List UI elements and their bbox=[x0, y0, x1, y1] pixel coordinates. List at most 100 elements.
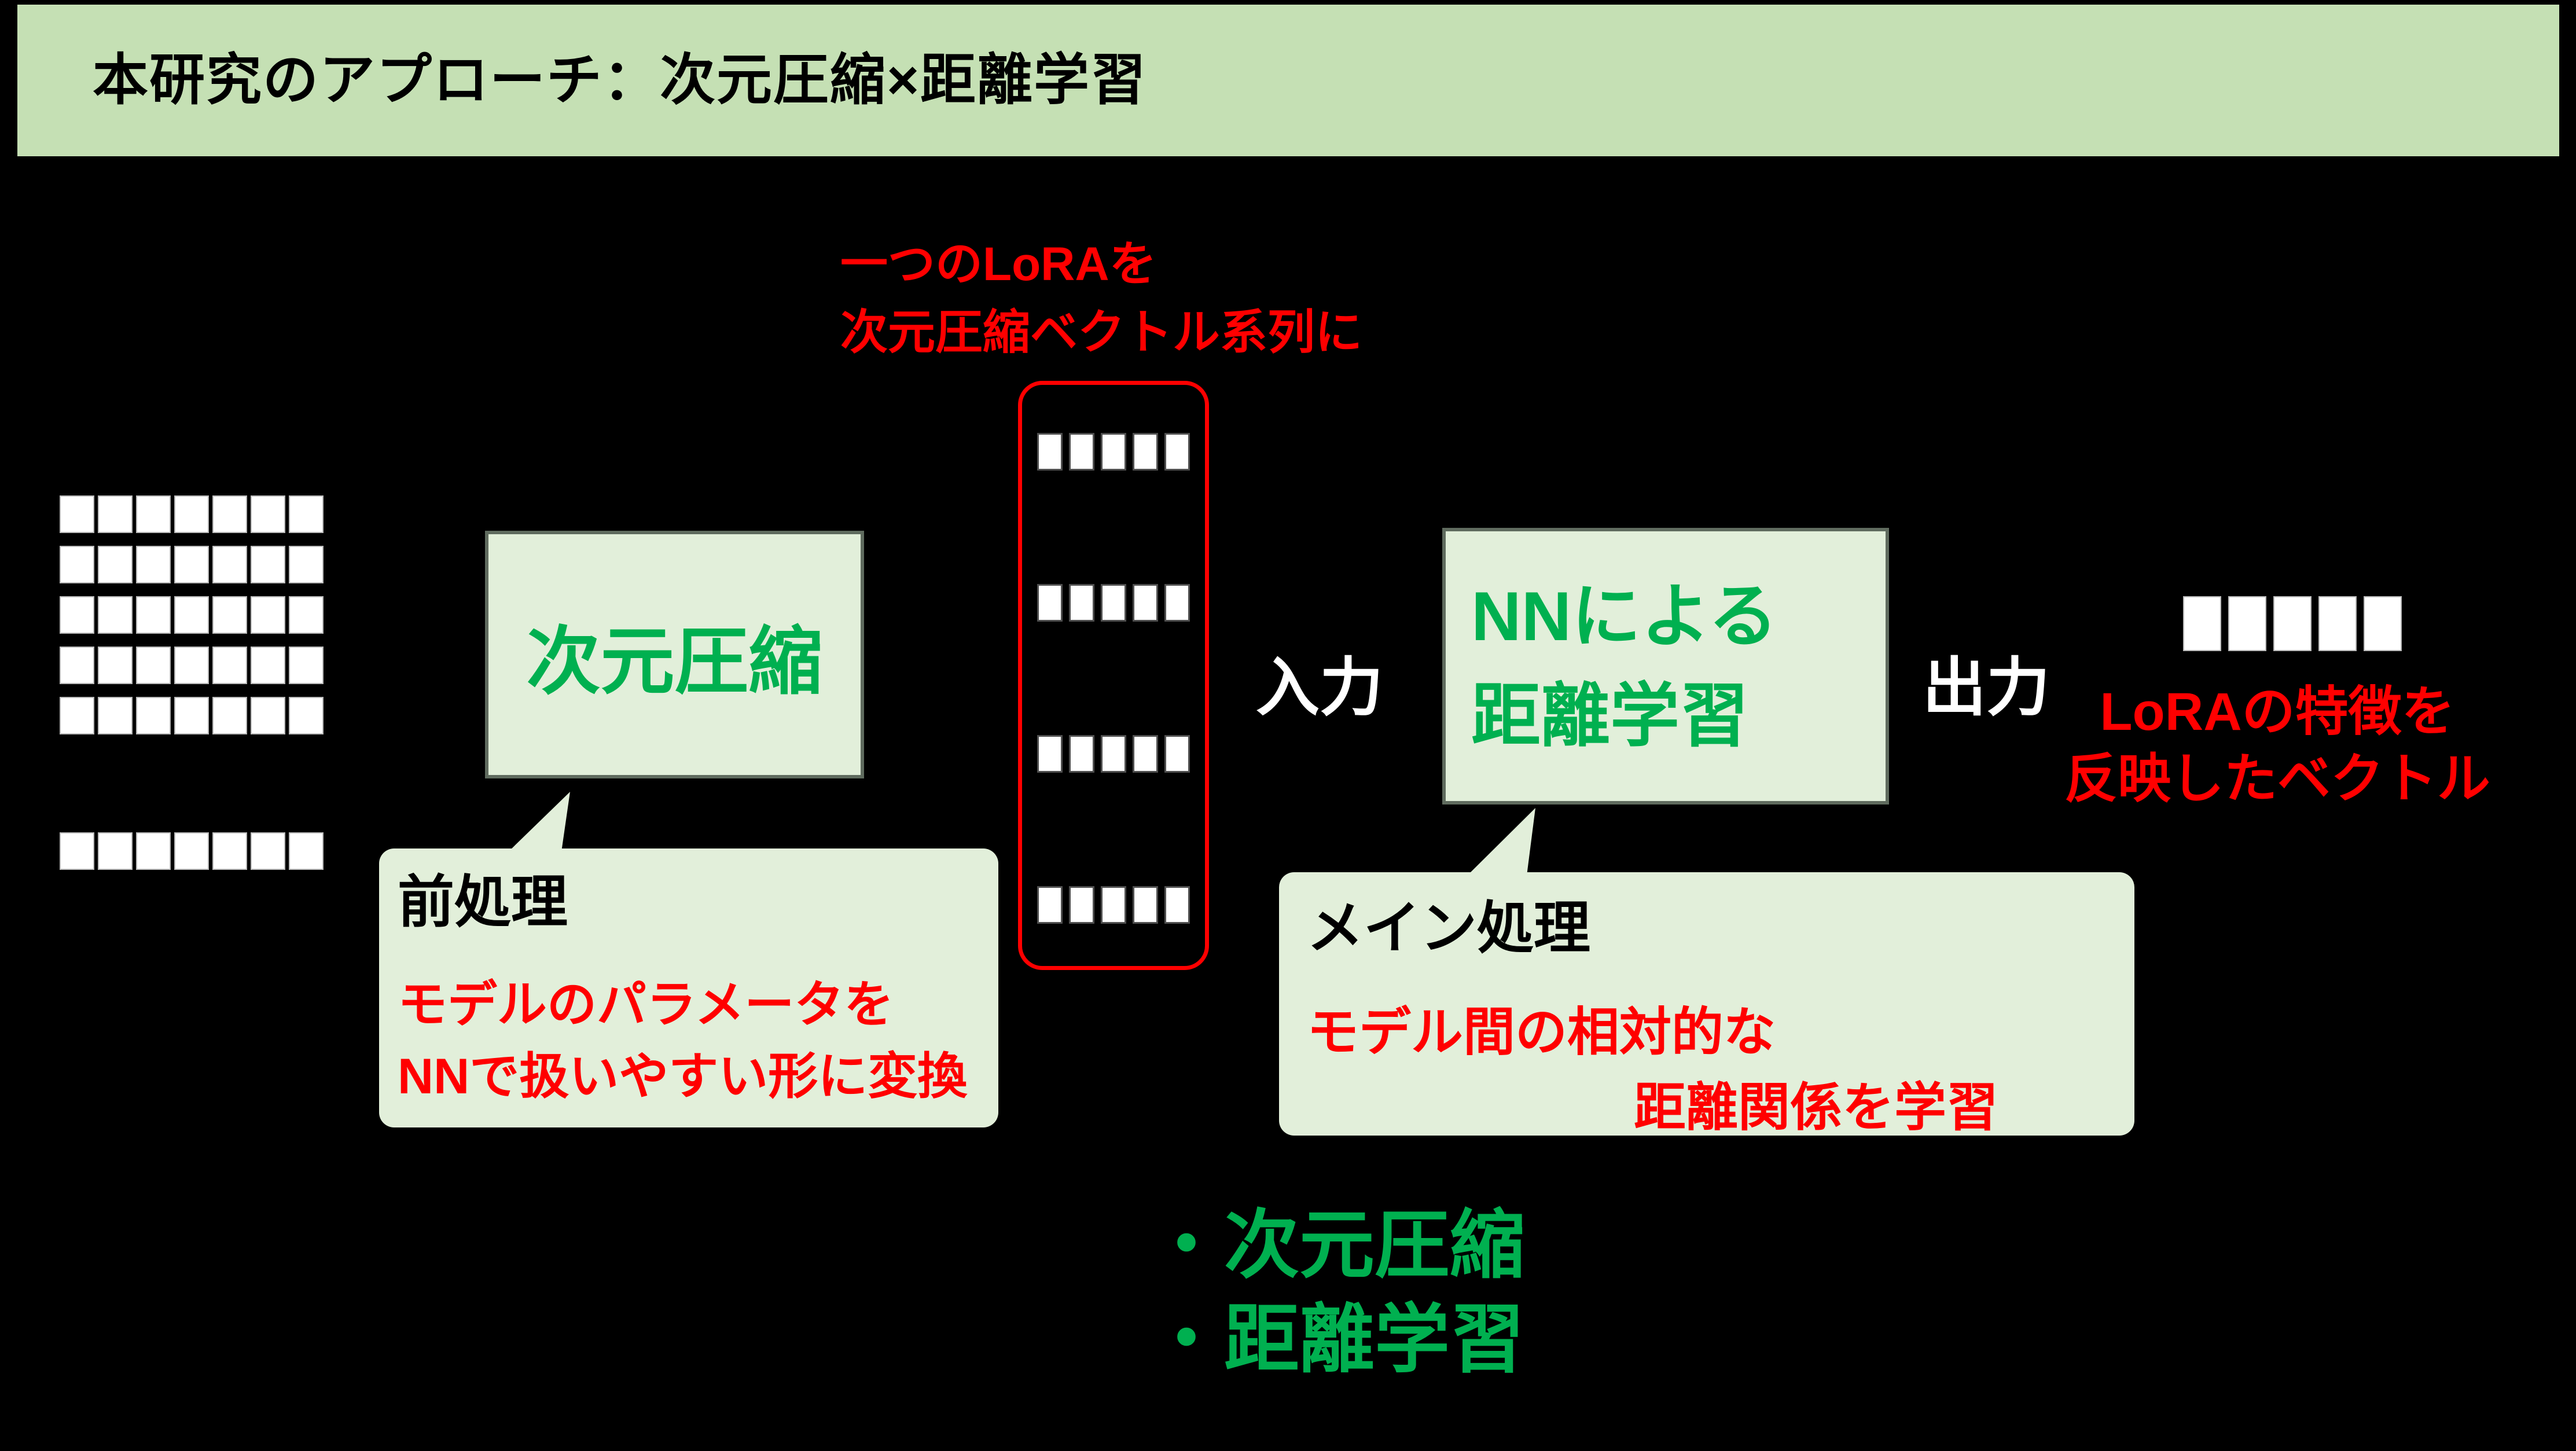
preprocess-bubble-title: 前処理 bbox=[398, 870, 568, 934]
key-point-1: ・次元圧縮 bbox=[1149, 1203, 1526, 1287]
matrix-cell bbox=[2228, 596, 2266, 651]
matrix-row bbox=[60, 697, 324, 734]
matrix-cell bbox=[98, 697, 133, 734]
matrix-cell bbox=[174, 646, 209, 684]
matrix-cell bbox=[98, 646, 133, 684]
matrix-cell bbox=[136, 832, 171, 870]
matrix-row bbox=[1037, 886, 1190, 924]
vector-sequence-annotation-line2: 次元圧縮ベクトル系列に bbox=[840, 306, 1363, 359]
main-bubble-title: メイン処理 bbox=[1307, 896, 1591, 960]
matrix-cell bbox=[2183, 596, 2221, 651]
output-label: 出力 bbox=[1923, 652, 2050, 723]
main-bubble-line1: モデル間の相対的な bbox=[1307, 1004, 1776, 1061]
matrix-cell bbox=[98, 832, 133, 870]
matrix-cell bbox=[174, 697, 209, 734]
matrix-cell bbox=[60, 697, 94, 734]
preprocess-bubble-line2: NNで扱いやすい形に変換 bbox=[398, 1049, 968, 1104]
matrix-cell bbox=[289, 832, 324, 870]
matrix-cell bbox=[136, 495, 171, 533]
main-bubble-tail bbox=[1467, 808, 1535, 876]
matrix-cell bbox=[136, 646, 171, 684]
matrix-cell bbox=[212, 495, 247, 533]
slide-title: 本研究のアプローチ：次元圧縮×距離学習 bbox=[93, 49, 1148, 111]
matrix-cell bbox=[98, 495, 133, 533]
matrix-row bbox=[60, 832, 324, 870]
matrix-cell bbox=[1037, 584, 1063, 622]
output-vector bbox=[2183, 596, 2402, 651]
matrix-cell bbox=[1069, 433, 1094, 471]
matrix-cell bbox=[251, 832, 285, 870]
vector-sequence-annotation: 一つのLoRAを 次元圧縮ベクトル系列に bbox=[840, 230, 1362, 367]
matrix-cell bbox=[60, 546, 94, 583]
matrix-cell bbox=[212, 697, 247, 734]
output-vector-caption-line2: 反映したベクトル bbox=[2064, 750, 2490, 809]
matrix-cell bbox=[2318, 596, 2357, 651]
matrix-cell bbox=[251, 596, 285, 634]
matrix-cell bbox=[251, 646, 285, 684]
matrix-cell bbox=[174, 495, 209, 533]
matrix-row bbox=[60, 596, 324, 634]
matrix-cell bbox=[289, 546, 324, 583]
matrix-cell bbox=[1133, 735, 1158, 773]
matrix-cell bbox=[289, 596, 324, 634]
matrix-cell bbox=[251, 697, 285, 734]
matrix-cell bbox=[1037, 433, 1063, 471]
matrix-row bbox=[1037, 584, 1190, 622]
matrix-cell bbox=[212, 832, 247, 870]
lora-parameter-matrix-extra-row bbox=[60, 832, 324, 870]
matrix-cell bbox=[2273, 596, 2312, 651]
matrix-cell bbox=[1164, 886, 1190, 924]
matrix-cell bbox=[1164, 735, 1190, 773]
matrix-cell bbox=[60, 646, 94, 684]
matrix-cell bbox=[1133, 433, 1158, 471]
matrix-cell bbox=[2364, 596, 2402, 651]
matrix-cell bbox=[289, 646, 324, 684]
matrix-cell bbox=[98, 546, 133, 583]
matrix-cell bbox=[1133, 584, 1158, 622]
nn-box-line2: 距離学習 bbox=[1471, 677, 1749, 755]
matrix-cell bbox=[1069, 886, 1094, 924]
matrix-cell bbox=[1101, 886, 1126, 924]
matrix-cell bbox=[251, 495, 285, 533]
matrix-row bbox=[2183, 596, 2402, 651]
matrix-row bbox=[1037, 735, 1190, 773]
matrix-cell bbox=[1164, 433, 1190, 471]
matrix-cell bbox=[1037, 735, 1063, 773]
matrix-cell bbox=[174, 546, 209, 583]
matrix-row bbox=[60, 646, 324, 684]
matrix-cell bbox=[1101, 584, 1126, 622]
key-point-2: ・距離学習 bbox=[1149, 1297, 1526, 1382]
output-vector-caption: LoRAの特徴を 反映したベクトル bbox=[1979, 678, 2575, 813]
key-points: ・次元圧縮 ・距離学習 bbox=[1149, 1198, 1525, 1387]
vector-sequence-annotation-line1: 一つのLoRAを bbox=[840, 238, 1157, 291]
matrix-cell bbox=[60, 832, 94, 870]
matrix-cell bbox=[289, 495, 324, 533]
main-bubble: メイン処理 モデル間の相対的な 距離関係を学習 bbox=[1279, 872, 2134, 1137]
vector-sequence-box bbox=[1018, 381, 1209, 970]
matrix-row bbox=[60, 495, 324, 533]
matrix-cell bbox=[1101, 735, 1126, 773]
input-label: 入力 bbox=[1256, 652, 1383, 723]
matrix-cell bbox=[212, 646, 247, 684]
matrix-cell bbox=[60, 596, 94, 634]
matrix-cell bbox=[136, 596, 171, 634]
preprocess-bubble-tail bbox=[508, 792, 570, 852]
lora-parameter-matrix bbox=[60, 495, 324, 734]
matrix-cell bbox=[98, 596, 133, 634]
matrix-cell bbox=[289, 697, 324, 734]
matrix-cell bbox=[212, 546, 247, 583]
matrix-cell bbox=[174, 596, 209, 634]
compression-box-label: 次元圧縮 bbox=[526, 620, 823, 703]
nn-box: NNによる 距離学習 bbox=[1442, 528, 1889, 805]
output-vector-caption-line1: LoRAの特徴を bbox=[2100, 682, 2455, 741]
matrix-cell bbox=[1133, 886, 1158, 924]
main-bubble-line2: 距離関係を学習 bbox=[1634, 1079, 1998, 1137]
matrix-row bbox=[60, 546, 324, 583]
matrix-cell bbox=[212, 596, 247, 634]
nn-box-line1: NNによる bbox=[1471, 578, 1778, 655]
matrix-cell bbox=[174, 832, 209, 870]
matrix-cell bbox=[60, 495, 94, 533]
matrix-cell bbox=[1069, 584, 1094, 622]
title-bar: 本研究のアプローチ：次元圧縮×距離学習 bbox=[17, 5, 2559, 156]
